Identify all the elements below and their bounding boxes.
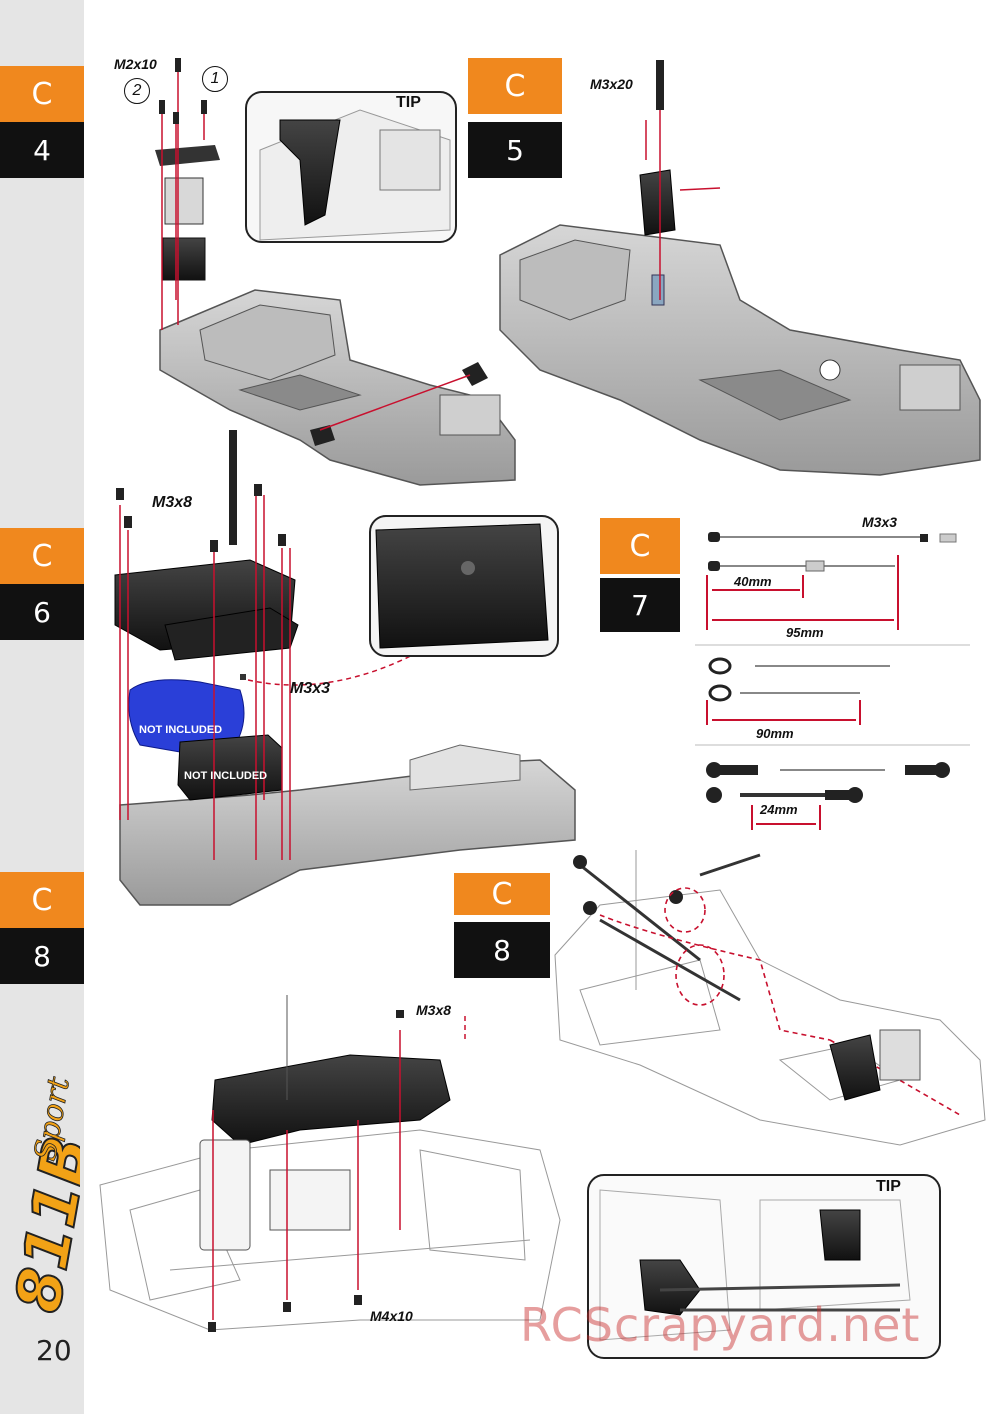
watermark: RCScrapyard.net bbox=[520, 1298, 921, 1352]
step-c7-number: 7 bbox=[600, 578, 680, 632]
tip-label-c8: TIP bbox=[876, 1178, 901, 1195]
dimension-24mm: 24mm bbox=[760, 802, 798, 817]
tab-c6-letter: C bbox=[0, 528, 84, 584]
callout-m3x8-c6: M3x8 bbox=[152, 494, 193, 511]
order-2-marker: 2 bbox=[124, 78, 150, 104]
tab-c4-number: 4 bbox=[0, 122, 84, 178]
tip-label-c4: TIP bbox=[396, 94, 421, 111]
page-number: 20 bbox=[36, 1334, 72, 1367]
step-c5-number: 5 bbox=[468, 122, 562, 178]
callout-m3x20: M3x20 bbox=[590, 76, 633, 92]
not-included-battery-label: NOT INCLUDED bbox=[139, 724, 223, 736]
step-c8-number: 8 bbox=[454, 922, 550, 978]
tab-c8-letter: C bbox=[0, 872, 84, 928]
dimension-90mm: 90mm bbox=[756, 726, 794, 741]
tab-c6-number: 6 bbox=[0, 584, 84, 640]
step-c8-letter: C bbox=[454, 873, 550, 915]
callout-m3x8-c8: M3x8 bbox=[416, 1002, 452, 1018]
dimension-40mm: 40mm bbox=[734, 574, 772, 589]
dimension-95mm: 95mm bbox=[786, 625, 824, 640]
step-c7-letter: C bbox=[600, 518, 680, 574]
callout-m3x3-c7: M3x3 bbox=[862, 514, 898, 530]
order-1-marker: 1 bbox=[202, 66, 228, 92]
step-c5-letter: C bbox=[468, 58, 562, 114]
tab-c8-number: 8 bbox=[0, 928, 84, 984]
not-included-receiver-label: NOT INCLUDED bbox=[184, 770, 268, 782]
callout-m3x3-c6: M3x3 bbox=[290, 680, 331, 697]
callout-m2x10: M2x10 bbox=[114, 56, 157, 72]
tab-c4-letter: C bbox=[0, 66, 84, 122]
callout-m4x10: M4x10 bbox=[370, 1308, 413, 1324]
c4-radio-tray bbox=[155, 145, 516, 486]
brand-logo: 811B Sport bbox=[10, 1073, 80, 1318]
sidebar: C 4 C 6 C 8 811B Sport 20 bbox=[0, 0, 84, 1414]
